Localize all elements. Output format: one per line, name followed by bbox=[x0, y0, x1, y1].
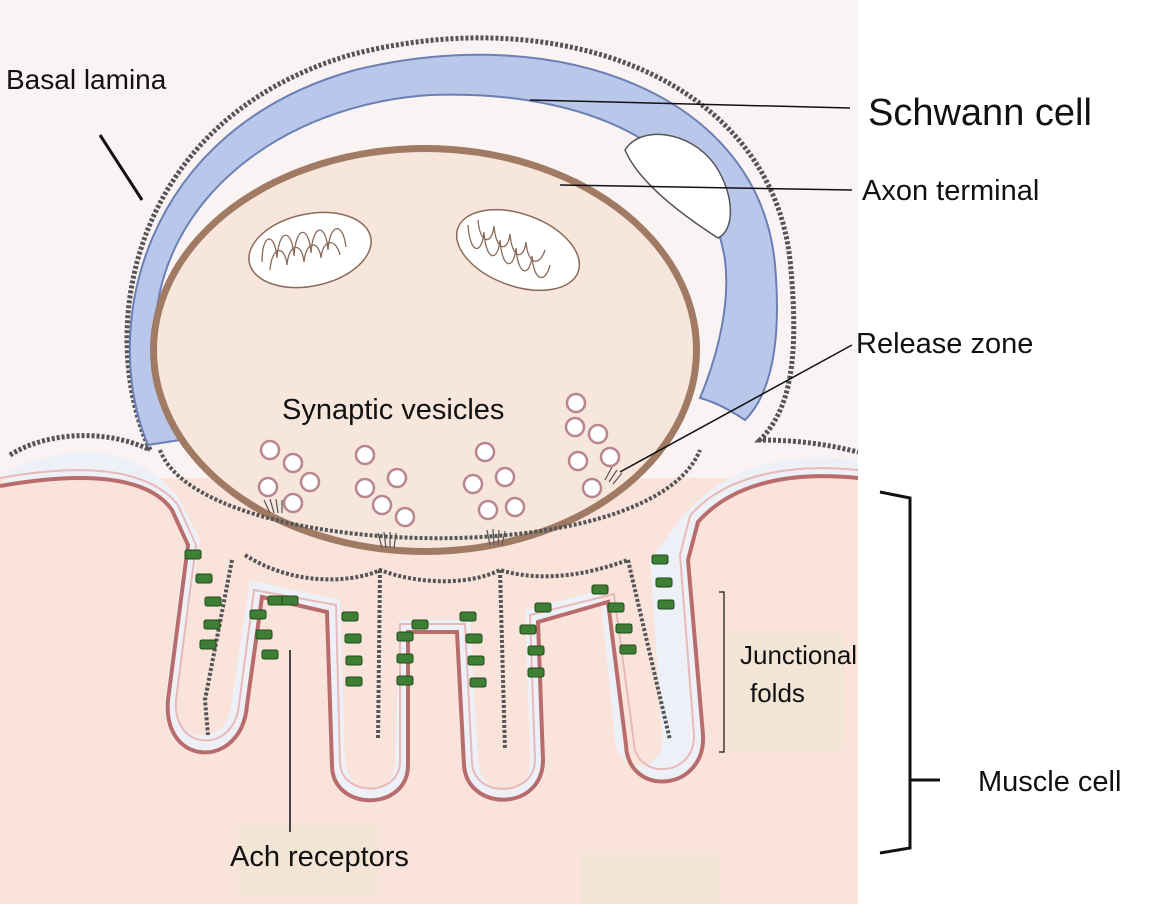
ach-receptor-clusters bbox=[184, 549, 675, 688]
basal-lamina-presynaptic bbox=[158, 449, 702, 541]
junctional-folds-label-bg bbox=[727, 632, 845, 750]
figure-panel bbox=[0, 0, 858, 904]
basal-lamina-label: Basal lamina bbox=[6, 64, 167, 95]
release-zone-leader bbox=[619, 344, 853, 473]
mitochondrion-right bbox=[455, 208, 581, 292]
synaptic-vesicles-label: Synaptic vesicles bbox=[282, 394, 504, 426]
junctional-folds-label-line2: folds bbox=[750, 678, 805, 708]
schwann-cell-body bbox=[128, 53, 778, 447]
mitochondrion-left bbox=[248, 211, 372, 289]
muscle-cell-bracket bbox=[879, 490, 940, 855]
synaptic-vesicles-group bbox=[257, 392, 621, 528]
axon-terminal-body bbox=[157, 152, 693, 548]
synaptic-cleft bbox=[0, 452, 858, 803]
postsynaptic-membrane-inner bbox=[0, 467, 858, 790]
ach-receptors-label-bg bbox=[238, 826, 378, 896]
release-zones bbox=[263, 466, 623, 549]
axon-terminal-leader bbox=[559, 184, 853, 191]
ach-receptors-label: Ach receptors bbox=[230, 841, 409, 873]
basal-lamina-outer bbox=[124, 35, 858, 455]
muscle-cell-label: Muscle cell bbox=[978, 766, 1121, 798]
schwann-vacuole bbox=[624, 133, 732, 239]
tan-patch bbox=[580, 855, 720, 904]
leader-lines bbox=[98, 99, 940, 855]
schwann-cell-label: Schwann cell bbox=[868, 92, 1092, 134]
schwann-cell-leader bbox=[529, 99, 851, 109]
release-zone-label: Release zone bbox=[856, 328, 1033, 360]
axon-terminal-label: Axon terminal bbox=[862, 175, 1039, 207]
basal-lamina-left-cleft bbox=[8, 433, 152, 458]
junctional-folds-label-line1: Junctional bbox=[740, 640, 857, 670]
basal-lamina-leader bbox=[98, 134, 144, 201]
junctional-folds-bracket bbox=[719, 591, 725, 753]
basal-lamina-folds bbox=[202, 553, 672, 751]
